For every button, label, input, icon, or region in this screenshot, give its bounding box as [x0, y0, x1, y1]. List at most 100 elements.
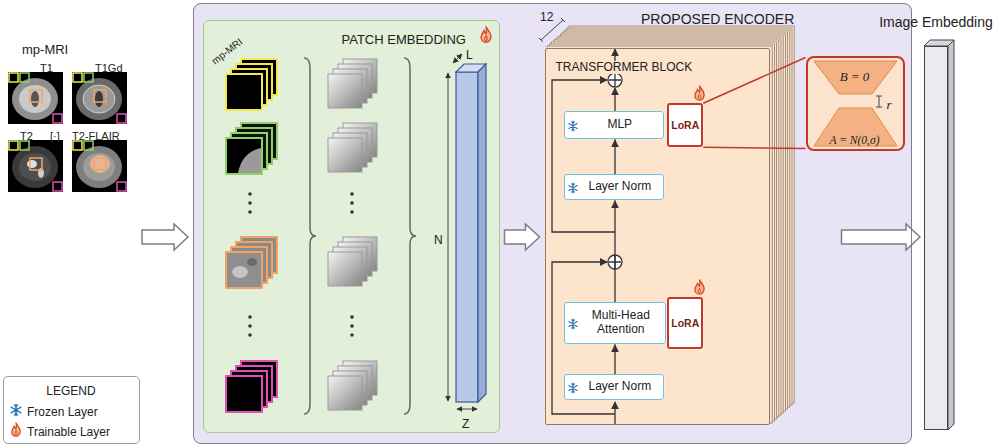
lora-box: LoRA — [667, 297, 703, 349]
text-holder: r — [887, 95, 892, 113]
attention-box-fill — [564, 302, 666, 344]
connector — [703, 58, 805, 149]
mri-thumbnail — [19, 85, 51, 113]
mri-thumbnail — [27, 160, 37, 168]
patch-stack — [226, 237, 277, 288]
label: Z — [462, 418, 469, 432]
label-holder: mp-MRI — [203, 29, 249, 70]
attention-box: Multi-Head Attention — [564, 302, 666, 344]
text-holder: MLP — [581, 112, 658, 137]
mri-thumbnail — [30, 90, 42, 102]
legend-row: Trainable Layer — [27, 422, 110, 440]
dimension-line — [448, 18, 565, 409]
mri-thumbnail — [9, 73, 18, 82]
connector — [505, 224, 540, 250]
frozen-icon — [11, 121, 577, 415]
frozen-icon — [569, 383, 577, 393]
mri-thumbnail — [90, 155, 110, 173]
legend-box-text: LEGEND — [46, 385, 95, 399]
lora-matrix — [814, 61, 897, 146]
mri-thumbnail — [84, 141, 93, 150]
mri-thumbnail — [31, 91, 39, 107]
mri-thumbnail — [8, 72, 63, 124]
mri-thumbnail — [9, 141, 18, 150]
trainable-icon — [12, 27, 704, 436]
mri-thumbnail — [94, 158, 106, 170]
flow-arrow — [614, 139, 615, 174]
mri-thumbnail — [72, 72, 127, 124]
label-holder: 12 — [540, 7, 553, 25]
encoder-panel-fill — [193, 3, 912, 444]
mri-thumbnail — [95, 91, 103, 107]
mlp-box: MLP — [564, 111, 664, 139]
label-holder: T2-FLAIR — [72, 126, 120, 144]
patch-stack — [226, 376, 262, 412]
layer-norm-box-text: Layer Norm — [588, 380, 651, 394]
sum-node — [608, 73, 622, 87]
mri-thumbnail — [20, 73, 29, 82]
encoder-panel-text: PROPOSED ENCODER — [641, 11, 794, 27]
mri-thumbnail — [83, 85, 115, 113]
text-holder: Multi-Head Attention — [581, 303, 660, 342]
text-holder: LoRA — [670, 299, 700, 347]
mri-thumbnail — [83, 153, 115, 181]
token-bar — [478, 64, 486, 402]
lora-matrix — [814, 61, 897, 94]
label-holder: [·] — [50, 126, 60, 144]
text-holder: TRANSFORMER BLOCK — [554, 57, 695, 75]
lora-box: LoRA — [667, 103, 703, 147]
mri-thumbnail — [53, 114, 62, 123]
lora-box-text: LoRA — [671, 119, 699, 131]
mri-thumbnail — [72, 140, 127, 192]
label: T2 — [20, 130, 33, 143]
mri-thumbnail — [30, 158, 42, 170]
label: L — [466, 49, 473, 63]
label: T2-FLAIR — [72, 130, 120, 143]
text-holder: Layer Norm — [581, 375, 658, 398]
mri-thumbnail — [117, 114, 126, 123]
zoom-line — [703, 147, 805, 148]
label-holder: T1Gd — [95, 58, 123, 76]
lora-detail-text: r — [887, 98, 892, 113]
legend-box-fill — [3, 376, 140, 444]
legend-box: LEGEND Frozen LayerTrainable Layer — [3, 376, 140, 444]
ellipsis-dots — [248, 315, 252, 319]
text-holder: Image Embedding — [836, 13, 999, 31]
embedded-patch-stack — [328, 59, 377, 108]
label-holder: N — [434, 230, 443, 248]
patch-stack — [226, 252, 262, 288]
panel-fills — [3, 3, 912, 444]
input-arrow — [142, 224, 188, 250]
lora-detail: B = 0rA = N(0,σ) — [806, 56, 905, 151]
layer-norm-box-text: Layer Norm — [588, 180, 651, 194]
mri-thumbnail — [72, 140, 127, 192]
layer-norm-box-fill — [564, 374, 664, 400]
text-holder: PATCH EMBEDDING — [342, 30, 466, 48]
dimension-line — [448, 73, 449, 401]
flow-arrow — [614, 200, 615, 302]
brace — [404, 58, 416, 414]
mri-thumbnail — [76, 78, 122, 120]
mri-thumbnail — [53, 182, 62, 191]
token-bar — [456, 72, 478, 402]
embedded-patch-stack — [328, 237, 377, 286]
box-fills — [545, 46, 949, 430]
legend-row: Frozen Layer — [27, 402, 98, 420]
brace — [304, 58, 316, 414]
frozen-icon — [11, 404, 21, 415]
mri-thumbnail — [8, 140, 63, 192]
connector — [615, 200, 616, 302]
embedded-patch-stack — [328, 376, 362, 410]
label-holder: T2 — [20, 126, 33, 144]
label: mp-MRI — [210, 36, 245, 67]
mlp-box-fill — [564, 111, 664, 139]
patch-embedding-panel-fill — [203, 20, 500, 433]
patch-stack — [232, 266, 248, 278]
lora-box-fill — [667, 297, 703, 349]
label: [·] — [50, 130, 60, 143]
trainable-icon — [481, 27, 491, 42]
embedded-patch-stack — [328, 252, 362, 286]
ellipsis-dots — [248, 192, 252, 196]
mri-thumbnail — [94, 90, 106, 102]
